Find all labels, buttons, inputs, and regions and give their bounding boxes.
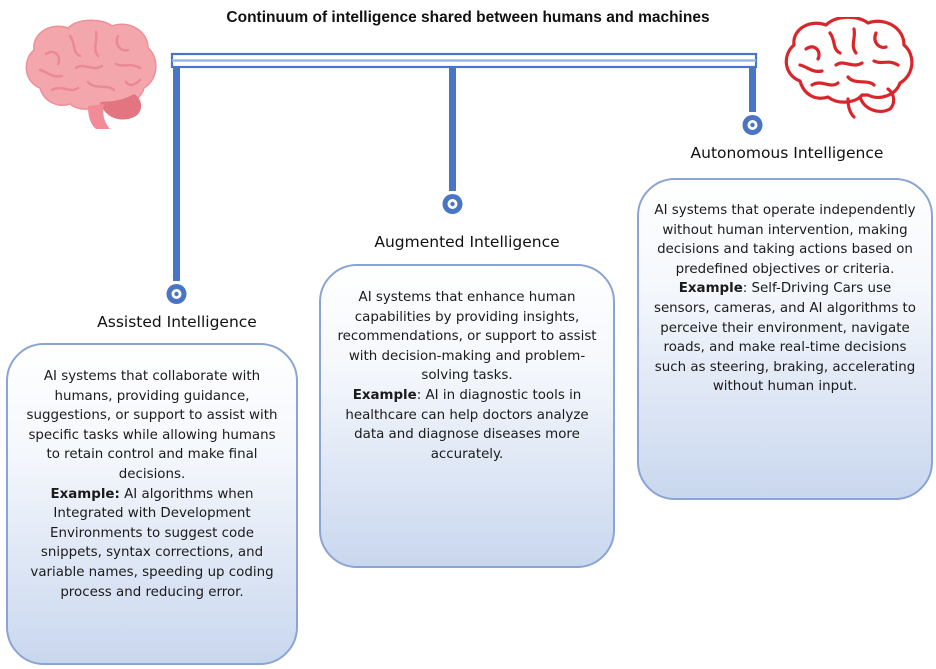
example-label-assisted: Example:	[50, 486, 120, 502]
stage-description-augmented: AI systems that enhance human capabiliti…	[337, 290, 597, 384]
diagram-title: Continuum of intelligence shared between…	[226, 9, 710, 26]
example-text-augmented: : AI in diagnostic tools in healthcare c…	[345, 387, 589, 462]
node-marker-assisted	[166, 284, 187, 304]
brain-outline-icon-red	[784, 17, 914, 119]
stage-heading-assisted: Assisted Intelligence	[97, 313, 257, 331]
brain-icon-pink	[25, 19, 157, 129]
example-label-augmented: Example	[352, 387, 417, 403]
node-marker-autonomous	[742, 115, 763, 135]
stage-heading-autonomous: Autonomous Intelligence	[690, 144, 884, 162]
stage-description-assisted: AI systems that collaborate with humans,…	[26, 369, 278, 482]
stage-description-autonomous: AI systems that operate independently wi…	[654, 203, 916, 277]
stage-heading-augmented: Augmented Intelligence	[374, 233, 560, 251]
example-text-autonomous: : Self-Driving Cars use sensors, cameras…	[653, 281, 917, 395]
example-label-autonomous: Example	[678, 281, 743, 297]
stage-card-autonomous: AI systems that operate independently wi…	[637, 178, 933, 500]
stage-card-augmented: AI systems that enhance human capabiliti…	[319, 264, 615, 568]
example-text-assisted: AI algorithms when Integrated with Devel…	[30, 486, 274, 600]
stage-card-assisted: AI systems that collaborate with humans,…	[6, 343, 298, 665]
node-marker-augmented	[442, 194, 463, 214]
